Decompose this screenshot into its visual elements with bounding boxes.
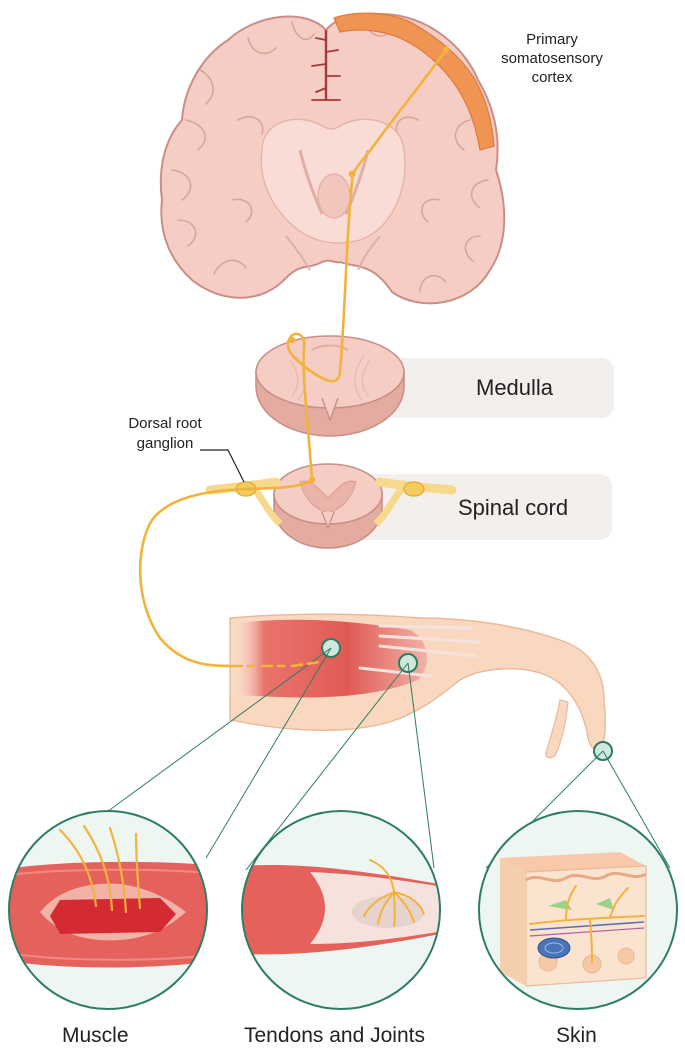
arm-and-hand: [228, 613, 613, 761]
cortex-label-line1: Primary: [526, 31, 578, 48]
skin-callout: [478, 810, 678, 1010]
forearm-muscles: [228, 619, 428, 698]
cortex-label: Primary somatosensory cortex: [500, 30, 604, 87]
tendon-callout: [241, 810, 441, 1010]
drg-label: Dorsal root ganglion: [102, 414, 228, 454]
muscle-callout: [8, 810, 208, 1010]
drg-leader-line: [200, 449, 245, 483]
cortex-label-line2: somatosensory: [501, 50, 603, 67]
somatosensory-cortex-highlight: [333, 12, 495, 151]
sensory-nerve-pathway: [138, 48, 448, 668]
muscle-label: Muscle: [62, 1024, 129, 1047]
medulla-label: Medulla: [476, 375, 554, 400]
brain-coronal-section: [159, 12, 506, 305]
skin-label: Skin: [556, 1024, 597, 1047]
zoom-lines: [13, 647, 671, 881]
medulla-label-pill: [340, 358, 614, 418]
medulla-section: [255, 335, 405, 437]
cortex-label-line3: cortex: [531, 69, 573, 86]
drg-label-line2: ganglion: [136, 435, 194, 452]
spinal-cord-section: [273, 463, 383, 549]
tendons-label: Tendons and Joints: [244, 1024, 425, 1047]
spinal-cord-label: Spinal cord: [458, 495, 569, 520]
nerve-junctions: [288, 46, 450, 484]
drg-label-line1: Dorsal root: [128, 415, 202, 432]
